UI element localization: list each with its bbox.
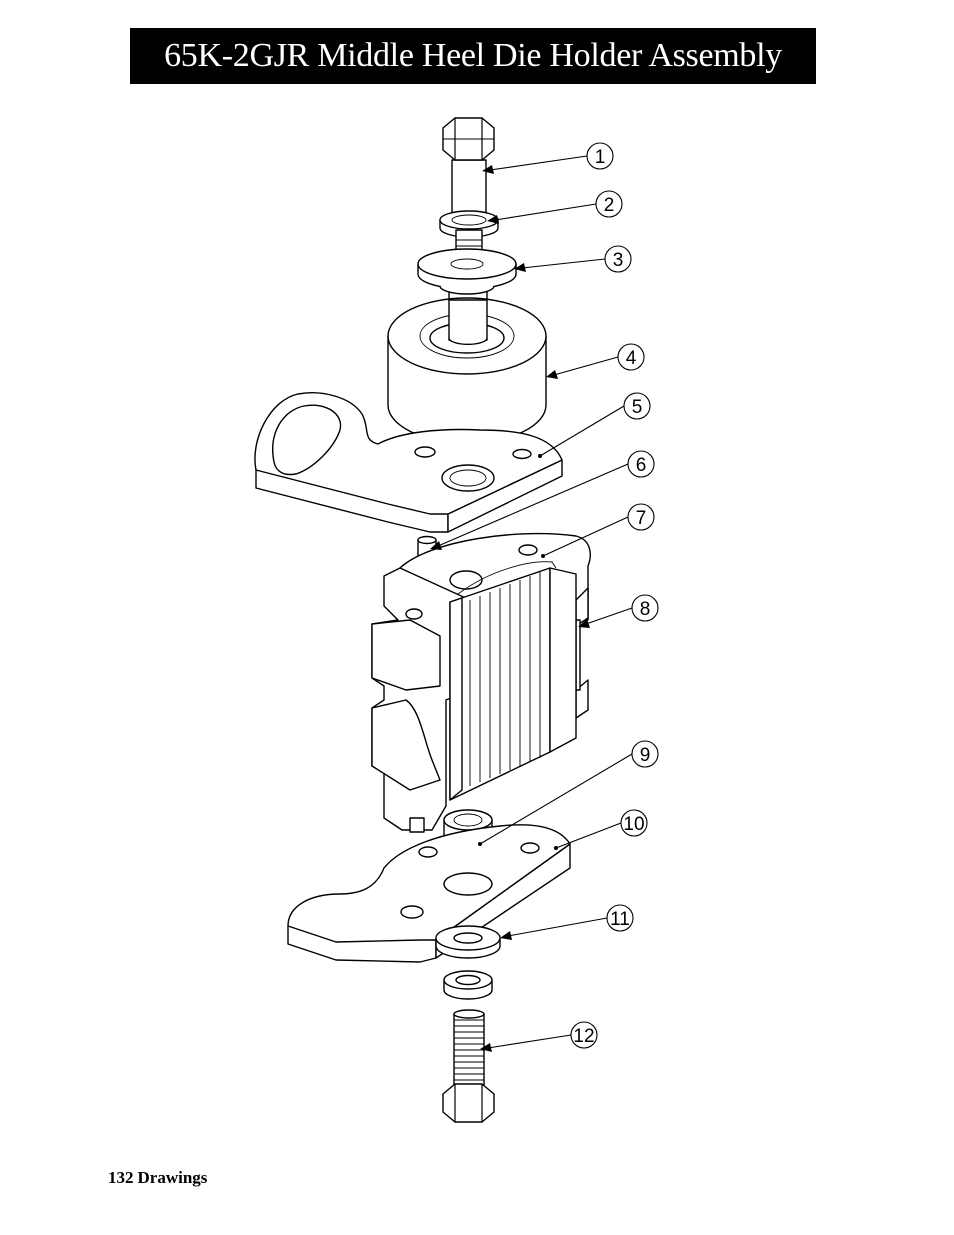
callout-2: 10 [554, 809, 648, 850]
section-name: Drawings [137, 1168, 208, 1187]
callout-label-5: 3 [613, 250, 624, 271]
callout-label-4: 4 [626, 348, 637, 369]
callout-label-12: 5 [632, 397, 643, 418]
part-2-lower-lever-plate [287, 824, 571, 963]
callout-4: 4 [546, 343, 645, 379]
callout-label-10: 9 [640, 745, 651, 766]
callout-label-6: 1 [595, 147, 606, 168]
callout-label-9: 6 [636, 455, 647, 476]
callout-5: 3 [514, 245, 632, 273]
page-number: 132 [108, 1168, 134, 1187]
callout-label-7: 2 [604, 195, 615, 216]
callout-label-8: 11 [610, 909, 630, 930]
callout-3: 7 [541, 503, 655, 558]
part-1-die-holder-body [371, 532, 591, 833]
callout-1: 8 [578, 594, 659, 628]
callout-label-1: 8 [640, 599, 651, 620]
part-4-cylinder [387, 297, 547, 444]
part-11-threaded-bolt [442, 1009, 495, 1123]
callout-label-2: 10 [623, 814, 644, 835]
page-title: 65K-2GJR Middle Heel Die Holder Assembly [130, 28, 816, 84]
callout-10: 9 [478, 740, 659, 846]
callout-11: 12 [480, 1021, 598, 1052]
callout-7: 2 [487, 190, 623, 224]
callout-6: 1 [482, 142, 614, 174]
callout-12: 5 [538, 392, 651, 458]
callout-label-11: 12 [573, 1026, 594, 1047]
part-12-upper-lever-plate [254, 392, 563, 533]
part-8-washer [435, 925, 501, 1000]
callout-9: 6 [430, 450, 655, 550]
callout-label-3: 7 [636, 508, 647, 529]
callout-8: 11 [500, 904, 634, 940]
